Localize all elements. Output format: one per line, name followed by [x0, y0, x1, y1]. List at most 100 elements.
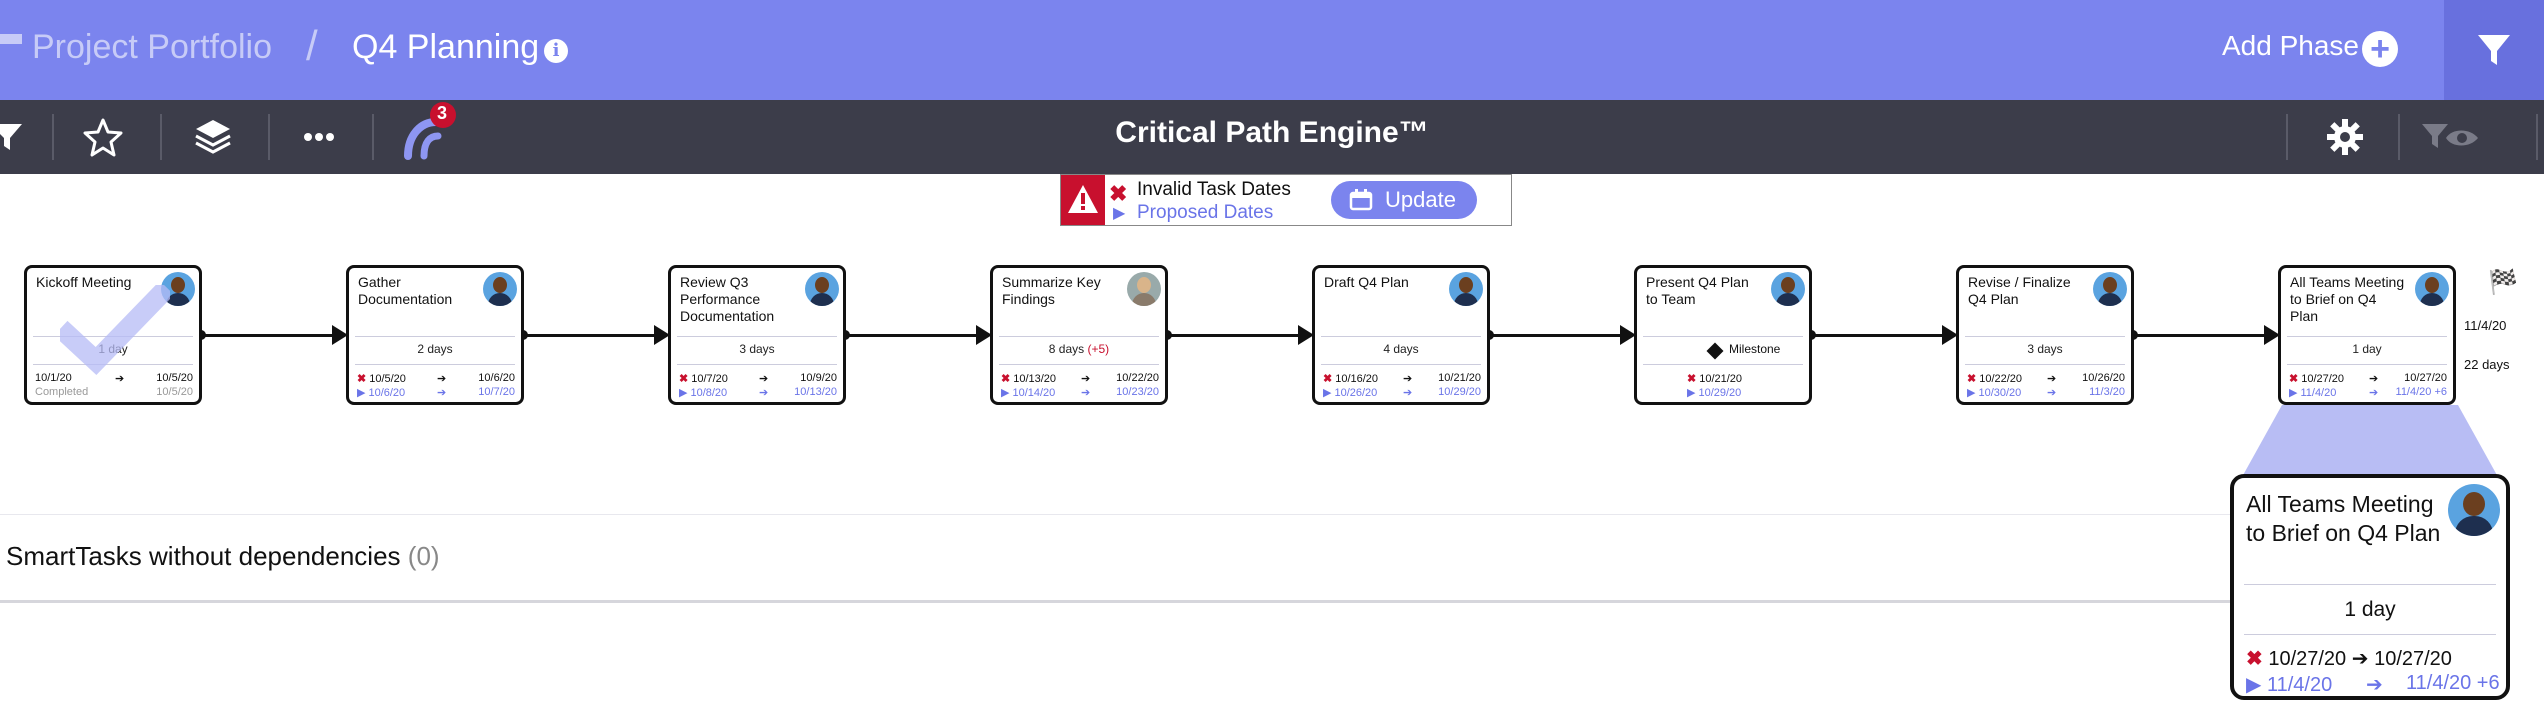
- invalid-x-icon: ✖: [2289, 373, 2299, 385]
- toolbar-title: Critical Path Engine™: [1115, 116, 1429, 149]
- proposed-start: 10/8/20: [690, 387, 728, 399]
- play-icon: ▶: [1323, 387, 1332, 399]
- proposed-start: 10/26/20: [1334, 387, 1378, 399]
- task-name: All Teams Meeting to Brief on Q4 Plan: [2290, 274, 2405, 324]
- end-date: 10/27/20: [2404, 372, 2447, 384]
- task-card-present-q4-plan[interactable]: Present Q4 Plan to Team Milestone ✖10/21…: [1634, 265, 1812, 405]
- gear-icon[interactable]: [2324, 116, 2366, 158]
- divider: [2244, 584, 2496, 585]
- task-card-review-q3[interactable]: Review Q3 Performance Documentation 3 da…: [668, 265, 846, 405]
- start-date: 10/13/20: [1013, 373, 1057, 385]
- toolbar-divider: [372, 114, 374, 160]
- start-date: 10/27/20: [2301, 373, 2345, 385]
- completed-check-icon: [60, 285, 170, 375]
- connector-arrowhead: [654, 325, 670, 345]
- page-title: Q4 Planning: [352, 28, 540, 66]
- proposed-end: 10/23/20: [1116, 386, 1159, 398]
- avatar[interactable]: [1449, 272, 1483, 306]
- dependency-connector: [1166, 334, 1304, 337]
- end-date: 10/5/20: [156, 372, 193, 384]
- avatar[interactable]: [1771, 272, 1805, 306]
- task-card-draft-q4-plan[interactable]: Draft Q4 Plan 4 days ✖10/16/20 ➔ 10/21/2…: [1312, 265, 1490, 405]
- invalid-x-icon: ✖: [1109, 181, 1128, 206]
- breadcrumb-project-portfolio[interactable]: Project Portfolio: [32, 28, 272, 66]
- start-date: 10/5/20: [369, 373, 406, 385]
- proposed-end: 10/13/20: [794, 386, 837, 398]
- popup-start-date: 10/27/20: [2268, 648, 2347, 670]
- connector-arrowhead: [332, 325, 348, 345]
- star-icon[interactable]: [82, 116, 124, 158]
- dependency-icon[interactable]: [400, 112, 448, 160]
- divider: [1643, 364, 1803, 365]
- no-dependencies-count: (0): [407, 541, 440, 571]
- proposed-start: 10/6/20: [368, 387, 406, 399]
- portfolio-logo-icon: [0, 34, 22, 44]
- avatar[interactable]: [1127, 272, 1161, 306]
- toolbar-divider: [160, 114, 162, 160]
- end-date: 10/9/20: [800, 372, 837, 384]
- info-icon[interactable]: i: [544, 39, 568, 63]
- connector-arrowhead: [2264, 325, 2280, 345]
- date-alert-banner: ✖ Invalid Task Dates ▶ Proposed Dates Up…: [1060, 174, 1512, 226]
- popup-end-date: 10/27/20: [2374, 648, 2452, 670]
- dependency-connector: [522, 334, 660, 337]
- proposed-end: 10/29/20: [1438, 386, 1481, 398]
- plus-circle-icon[interactable]: +: [2362, 31, 2398, 67]
- task-name: Present Q4 Plan to Team: [1646, 274, 1749, 307]
- notification-badge: [430, 102, 456, 128]
- task-card-revise-finalize[interactable]: Revise / Finalize Q4 Plan 3 days ✖10/22/…: [1956, 265, 2134, 405]
- popup-avatar[interactable]: [2448, 484, 2500, 536]
- play-icon: ▶: [2289, 387, 2298, 399]
- connector-arrowhead: [1298, 325, 1314, 345]
- dependency-connector: [844, 334, 982, 337]
- proposed-start: 10/30/20: [1978, 387, 2022, 399]
- divider: [677, 336, 837, 337]
- task-card-all-teams-meeting[interactable]: All Teams Meeting to Brief on Q4 Plan 1 …: [2278, 265, 2456, 405]
- task-card-gather-documentation[interactable]: Gather Documentation 2 days ✖10/5/20 ➔ 1…: [346, 265, 524, 405]
- add-phase-button[interactable]: Add Phase: [2222, 30, 2359, 61]
- play-icon: ▶: [679, 387, 688, 399]
- avatar[interactable]: [2093, 272, 2127, 306]
- proposed-play-icon: ▶: [1113, 205, 1126, 222]
- task-duration-group: 8 days (+5): [993, 342, 1165, 356]
- arrow-icon: ➔: [1081, 387, 1091, 399]
- task-duration: 1 day: [2352, 342, 2382, 356]
- invalid-x-icon: ✖: [679, 373, 689, 385]
- no-dependencies-section[interactable]: SmartTasks without dependencies (0): [6, 541, 440, 572]
- arrow-icon: ➔: [2369, 387, 2379, 399]
- play-icon: ▶: [2246, 674, 2262, 696]
- toolbar-divider: [268, 114, 270, 160]
- end-date: 10/6/20: [478, 372, 515, 384]
- task-name: Kickoff Meeting: [36, 274, 132, 290]
- avatar[interactable]: [483, 272, 517, 306]
- end-date: 10/22/20: [1116, 372, 1159, 384]
- avatar[interactable]: [805, 272, 839, 306]
- divider: [999, 336, 1159, 337]
- avatar[interactable]: [2415, 272, 2449, 306]
- start-date: 10/16/20: [1335, 373, 1379, 385]
- proposed-dates-label: Proposed Dates: [1137, 202, 1274, 223]
- dependency-connector: [2132, 334, 2270, 337]
- task-duration: 8 days: [1048, 342, 1085, 356]
- dependency-connector: [200, 334, 338, 337]
- update-button[interactable]: Update: [1331, 181, 1477, 219]
- filter-eye-icon[interactable]: [2420, 116, 2482, 158]
- filter-icon: [2478, 35, 2510, 65]
- header-bar: Project Portfolio / Q4 Planning i Add Ph…: [0, 0, 2544, 100]
- popup-proposed-row: ▶ 11/4/20 ➔ 11/4/20 +6: [2246, 672, 2506, 697]
- divider: [677, 364, 837, 365]
- breadcrumb-separator: /: [306, 22, 318, 69]
- dependency-connector: [1810, 334, 1948, 337]
- task-detail-popup[interactable]: All Teams Meeting to Brief on Q4 Plan 1 …: [2230, 474, 2510, 700]
- layers-icon[interactable]: [192, 116, 234, 158]
- filter-partial-icon[interactable]: [0, 116, 26, 158]
- section-divider: [0, 600, 2250, 603]
- project-end-date: 11/4/20: [2464, 318, 2507, 333]
- filter-button[interactable]: [2444, 0, 2544, 100]
- more-icon[interactable]: [298, 116, 340, 158]
- arrow-icon: ➔: [1403, 373, 1413, 385]
- invalid-x-icon: ✖: [1001, 373, 1011, 385]
- popup-proposed-end: 11/4/20 +6: [2406, 672, 2500, 694]
- task-card-summarize-key-findings[interactable]: Summarize Key Findings 8 days (+5) ✖10/1…: [990, 265, 1168, 405]
